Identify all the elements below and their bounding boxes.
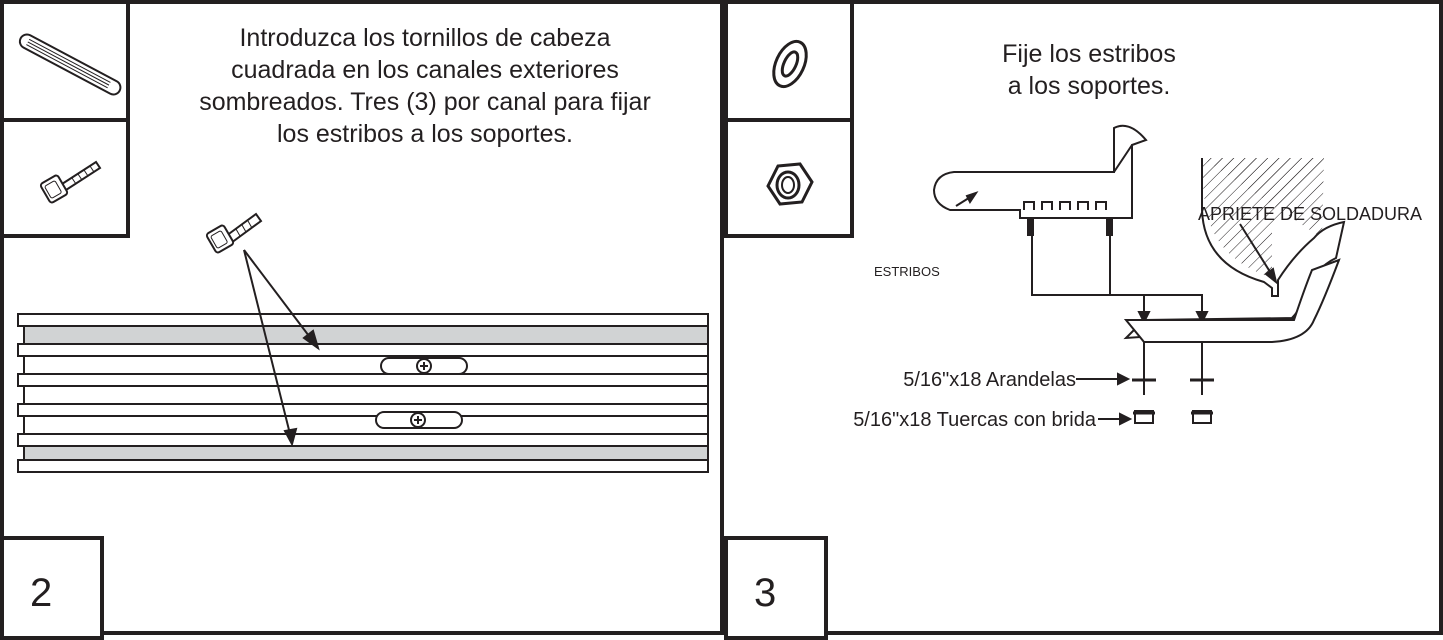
insertion-arrows xyxy=(243,249,320,447)
step-2-panel: Introduzca los tornillos de cabeza cuadr… xyxy=(0,0,724,640)
part-box-washer xyxy=(724,0,854,122)
slot-with-bolt xyxy=(375,357,468,429)
channel-profile xyxy=(17,313,709,473)
label-board: ESTRIBOS xyxy=(874,264,940,279)
flange-nut-icon xyxy=(766,162,814,206)
label-washers: 5/16"x18 Arandelas xyxy=(903,369,1076,391)
instruction-line-4: los estribos a los soportes. xyxy=(277,120,573,148)
step-3-diagram: ESTRIBOS APRIETE DE SOLDADURA 5/16"x18 A… xyxy=(853,124,1422,431)
bolt-illustration xyxy=(205,212,263,254)
step-3-panel: Fije los estribos a los soportes. xyxy=(720,0,1443,640)
step-3-instruction: Fije los estribos a los soportes. xyxy=(854,38,1324,102)
label-nuts: 5/16"x18 Tuercas con brida xyxy=(853,409,1097,431)
step-2-number-box: 2 xyxy=(0,536,104,640)
part-box-nut xyxy=(724,118,854,238)
step-2-diagram xyxy=(17,212,709,473)
step-2-number: 2 xyxy=(30,571,53,615)
instruction-line-2: cuadrada en los canales exteriores xyxy=(231,56,619,84)
instruction-line-2: a los soportes. xyxy=(1007,72,1171,100)
instruction-line-3: sombreados. Tres (3) por canal para fija… xyxy=(199,88,651,116)
step-2-instruction: Introduzca los tornillos de cabeza cuadr… xyxy=(130,22,720,150)
instruction-line-1: Fije los estribos xyxy=(1002,40,1176,68)
washer-icon xyxy=(772,39,808,89)
label-weld: APRIETE DE SOLDADURA xyxy=(1198,204,1422,224)
instruction-line-1: Introduzca los tornillos de cabeza xyxy=(239,24,611,52)
part-box-bolt xyxy=(0,118,130,238)
square-head-bolt-icon xyxy=(39,160,102,204)
step-3-number-box: 3 xyxy=(724,536,828,640)
running-board-icon xyxy=(18,33,122,96)
step-3-number: 3 xyxy=(754,571,777,615)
weld-hatch xyxy=(1202,158,1324,278)
